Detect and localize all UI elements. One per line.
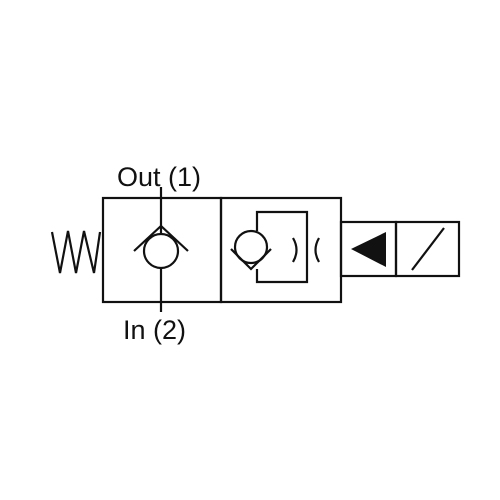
check-valve-icon xyxy=(133,224,189,270)
spring-icon xyxy=(50,230,102,274)
manual-override-arrow-icon xyxy=(339,220,398,278)
pilot-check-valve-icon xyxy=(230,210,309,284)
valve-envelope-right xyxy=(219,196,343,304)
in-port-label: In (2) xyxy=(123,315,186,345)
solenoid-coil-icon xyxy=(394,220,461,278)
out-port-label: Out (1) xyxy=(117,162,201,192)
restrictor-icon xyxy=(292,237,320,263)
valve-body xyxy=(101,196,343,304)
